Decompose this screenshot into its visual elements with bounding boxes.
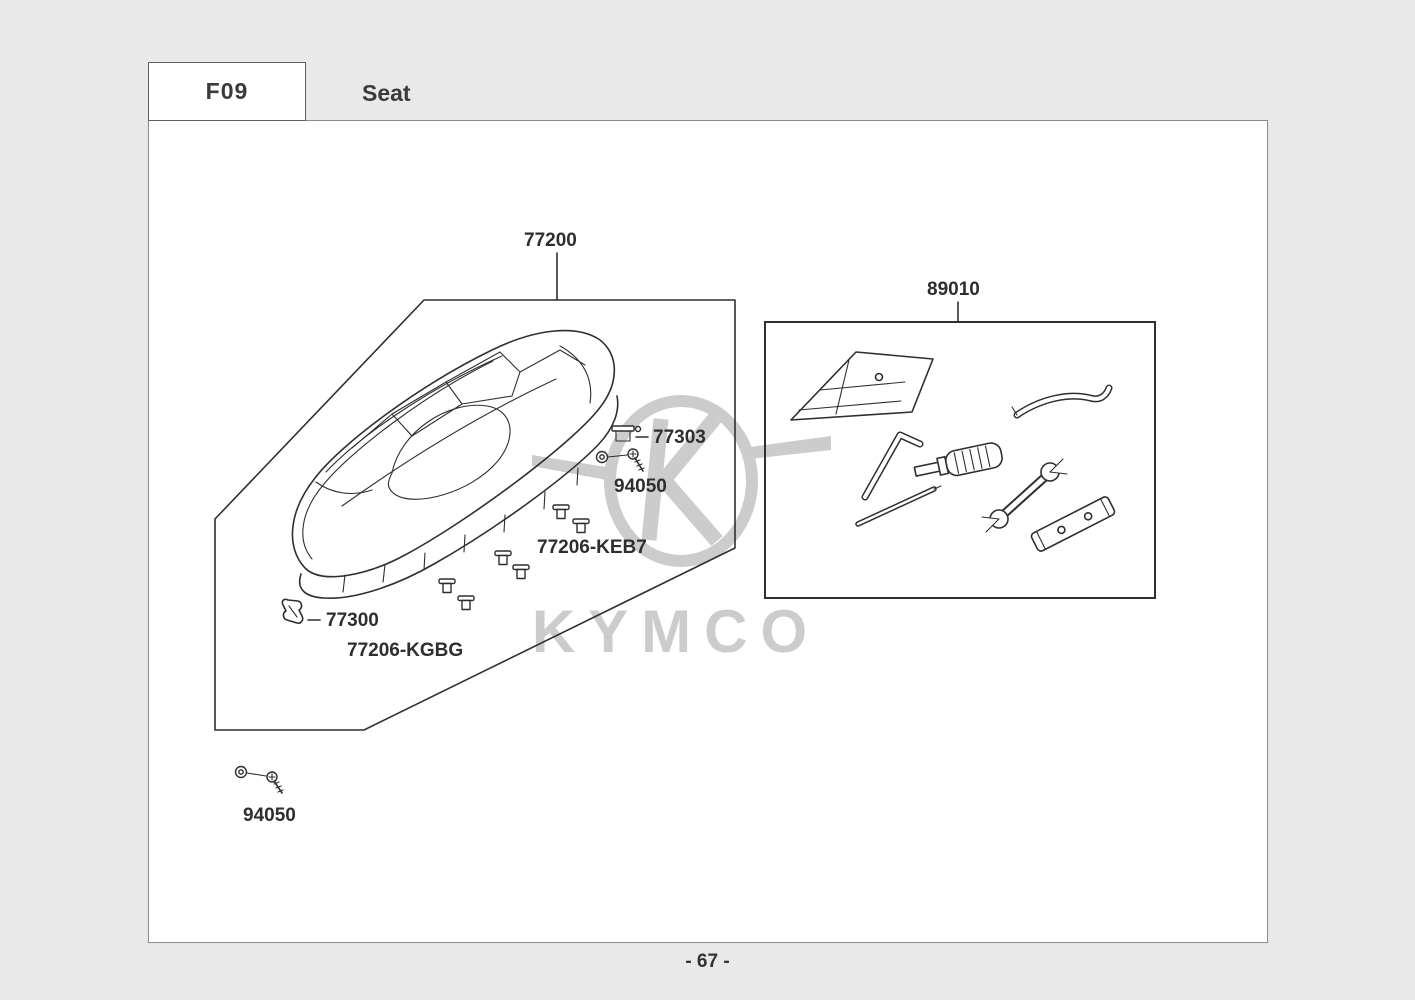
logo-k-diagonals-icon bbox=[654, 413, 723, 546]
part-label-77206-keb7: 77206-KEB7 bbox=[537, 537, 647, 558]
logo-right-wing-icon bbox=[750, 436, 831, 459]
tube-spanner-icon bbox=[1030, 496, 1116, 552]
part-label-77206-kgbg: 77206-KGBG bbox=[347, 640, 464, 661]
part-label-89010: 89010 bbox=[927, 279, 980, 300]
part-label-94050-lower: 94050 bbox=[243, 805, 296, 826]
clip-kgbg-icon bbox=[457, 595, 475, 611]
section-code-box: F09 bbox=[148, 62, 306, 121]
diagram-canvas: KYMCO bbox=[214, 252, 1156, 794]
part-label-94050-upper: 94050 bbox=[614, 476, 667, 497]
screwdriver-icon bbox=[913, 442, 1003, 477]
clip-kgbg-icon bbox=[512, 564, 530, 580]
seat-illustration bbox=[291, 329, 619, 599]
tool-pouch-icon bbox=[790, 351, 934, 421]
section-title: Seat bbox=[362, 80, 411, 106]
hinge-bracket-icon bbox=[611, 425, 642, 442]
screw-set-lower-icon bbox=[234, 765, 284, 794]
clip-keb7-icon bbox=[572, 518, 590, 534]
page-number: - 67 - bbox=[685, 951, 730, 972]
logo-circle-icon bbox=[604, 395, 758, 567]
callout-lines bbox=[307, 252, 959, 621]
tool-kit-border bbox=[764, 321, 1156, 599]
watermark-text: KYMCO bbox=[532, 598, 820, 665]
driver-shaft-icon bbox=[855, 485, 942, 527]
part-label-77200: 77200 bbox=[524, 230, 577, 251]
seat-catch-icon bbox=[281, 598, 304, 624]
tool-kit-box bbox=[764, 321, 1156, 599]
clip-kgbg-icon bbox=[438, 578, 456, 594]
hook-wrench-icon bbox=[1011, 384, 1113, 419]
clip-kgbg-icon bbox=[494, 550, 512, 566]
open-end-wrench-icon bbox=[981, 458, 1068, 533]
seat-boundary-outline bbox=[214, 299, 736, 731]
section-code: F09 bbox=[205, 78, 249, 104]
clip-keb7-icon bbox=[552, 504, 570, 520]
screw-set-upper-icon bbox=[595, 448, 645, 472]
allen-key-icon bbox=[861, 431, 924, 501]
part-label-77303: 77303 bbox=[653, 427, 706, 448]
part-label-77300: 77300 bbox=[326, 610, 379, 631]
